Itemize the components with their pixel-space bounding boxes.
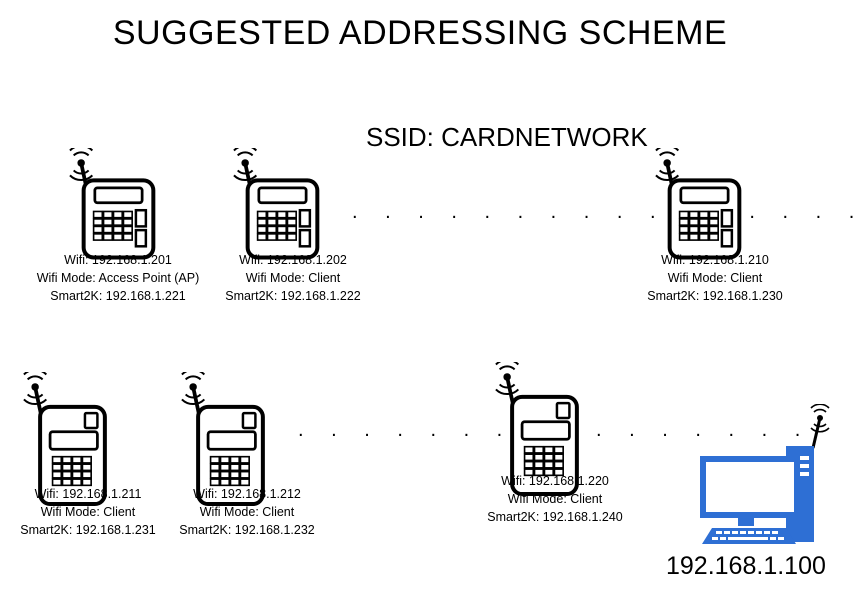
wifi-ip: Wifi: 192.168.1.210 (661, 253, 769, 267)
diagram-title: SUGGESTED ADDRESSING SCHEME (112, 14, 728, 52)
smart2k-ip: Smart2K: 192.168.1.240 (487, 510, 623, 524)
device-label-1: Wifi: 192.168.1.201 Wifi Mode: Access Po… (8, 251, 228, 305)
smart2k-ip: Smart2K: 192.168.1.222 (225, 289, 361, 303)
smart2k-ip: Smart2K: 192.168.1.231 (20, 523, 156, 537)
ssid-label: SSID: CARDNETWORK (366, 122, 648, 152)
device-label-5: Wifi: 192.168.1.212 Wifi Mode: Client Sm… (137, 485, 357, 539)
wifi-mode: Wifi Mode: Client (507, 492, 603, 506)
wifi-mode: Wifi Mode: Client (40, 505, 136, 519)
ellipsis-connector: . . . . . . . . . . . . . . . . (352, 201, 854, 223)
wifi-ip: Wifi: 192.168.1.202 (239, 253, 347, 267)
wifi-ip: Wifi: 192.168.1.211 (34, 487, 142, 501)
card-terminal-icon (66, 148, 166, 260)
smart2k-ip: Smart2K: 192.168.1.221 (50, 289, 186, 303)
device-label-6: Wifi: 192.168.1.220 Wifi Mode: Client Sm… (445, 472, 665, 526)
device-label-3: Wifi: 192.168.1.210 Wifi Mode: Client Sm… (605, 251, 825, 305)
wifi-ip: Wifi: 192.168.1.220 (501, 474, 609, 488)
smart2k-ip: Smart2K: 192.168.1.230 (647, 289, 783, 303)
wifi-mode: Wifi Mode: Client (245, 271, 341, 285)
device-label-4: Wifi: 192.168.1.211 Wifi Mode: Client Sm… (0, 485, 198, 539)
device-label-2: Wifi: 192.168.1.202 Wifi Mode: Client Sm… (183, 251, 403, 305)
wifi-mode: Wifi Mode: Client (667, 271, 763, 285)
wifi-ip: Wifi: 192.168.1.212 (193, 487, 301, 501)
smart2k-ip: Smart2K: 192.168.1.232 (179, 523, 315, 537)
wifi-mode: Wifi Mode: Client (199, 505, 295, 519)
computer-ip: 192.168.1.100 (666, 552, 826, 580)
wifi-mode: Wifi Mode: Access Point (AP) (36, 271, 200, 285)
wifi-ip: Wifi: 192.168.1.201 (64, 253, 172, 267)
card-terminal-icon (652, 148, 752, 260)
computer-icon (690, 404, 840, 549)
card-terminal-icon (230, 148, 330, 260)
